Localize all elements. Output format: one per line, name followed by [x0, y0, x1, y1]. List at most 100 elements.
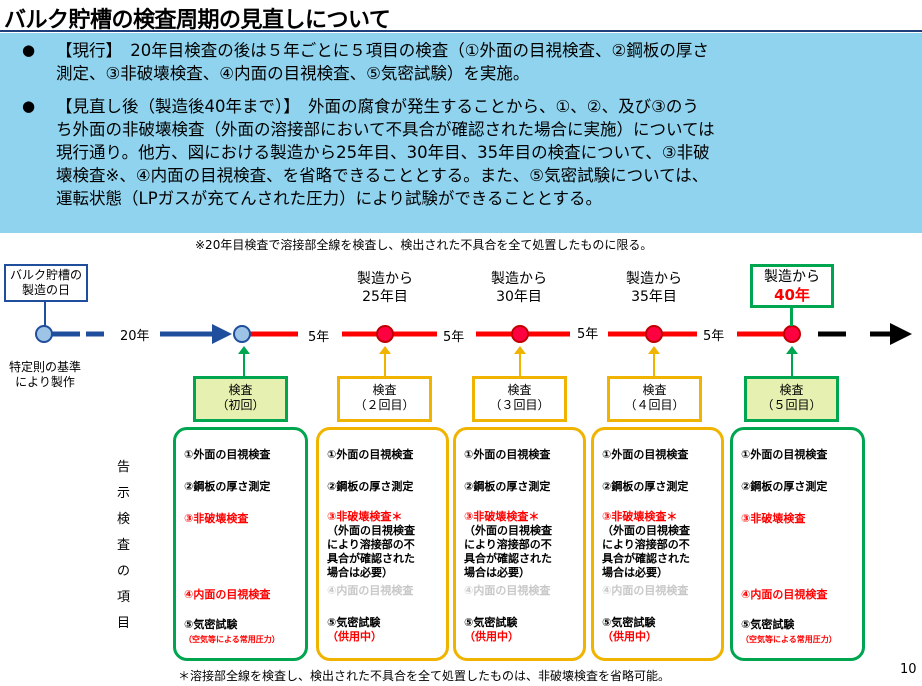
- up-arrow-icon: [514, 346, 526, 354]
- bullet-line: 壊検査※、④内面の目視検査、を省略できることとする。また、⑤気密試験については、: [56, 166, 709, 185]
- mfg-year: 25年目: [362, 289, 408, 305]
- up-arrow-icon: [379, 346, 391, 354]
- item-leak-test: ⑤気密試験: [464, 616, 518, 629]
- item-external-visual: ①外面の目視検査: [602, 448, 689, 461]
- item-ndt-detail: 場合は必要）: [327, 566, 393, 579]
- item-ndt-detail: 具合が確認された: [464, 552, 552, 565]
- mfg-30: 製造から 30年目: [479, 270, 559, 306]
- start-connector: [44, 300, 46, 326]
- inspection-5: 検査 （５回目）: [744, 376, 839, 422]
- item-internal-visual-omitted: ④内面の目視検査: [327, 584, 414, 597]
- item-ndt: ③非破壊検査: [184, 512, 249, 525]
- item-external-visual: ①外面の目視検査: [464, 448, 551, 461]
- up-arrow-icon: [786, 346, 798, 354]
- item-internal-visual-omitted: ④内面の目視検査: [602, 584, 689, 597]
- year30-point: [511, 325, 529, 343]
- items-box-3: ①外面の目視検査 ②鋼板の厚さ測定 ③非破壊検査＊ （外面の目視検査 により溶接…: [453, 427, 586, 661]
- item-internal-visual: ④内面の目視検査: [741, 588, 828, 601]
- bullet-line: 【見直し後（製造後40年まで）】 外面の腐食が発生することから、①、②、及び③の…: [56, 97, 699, 116]
- item-leak-test-note: （空気等による常用圧力）: [741, 635, 837, 644]
- inspection-2: 検査 （２回目）: [337, 376, 432, 422]
- item-ndt-detail: （外面の目視検査: [327, 524, 415, 537]
- inspection-label: 検査: [372, 383, 397, 397]
- bullet-dot-icon: ●: [22, 97, 36, 115]
- kokuji-char: 査: [117, 538, 131, 553]
- up-arrow-shaft: [243, 353, 245, 376]
- item-external-visual: ①外面の目視検査: [327, 448, 414, 461]
- up-arrow-icon: [648, 346, 660, 354]
- inspection-label: 検査: [507, 383, 532, 397]
- item-leak-test: ⑤気密試験: [741, 618, 795, 631]
- item-thickness: ②鋼板の厚さ測定: [602, 480, 689, 493]
- inspection-label: 検査: [642, 383, 667, 397]
- summary-band: ● 【現行】 20年目検査の後は５年ごとに５項目の検査（①外面の目視検査、②鋼板…: [0, 33, 922, 233]
- item-leak-test: ⑤気密試験: [184, 618, 238, 631]
- page-title: バルク貯槽の検査周期の見直しについて: [4, 8, 391, 33]
- item-thickness: ②鋼板の厚さ測定: [184, 480, 271, 493]
- item-ndt: ③非破壊検査＊: [327, 510, 403, 523]
- item-leak-test: ⑤気密試験: [327, 616, 381, 629]
- item-internal-visual-omitted: ④内面の目視検査: [464, 584, 551, 597]
- item-ndt-detail: により溶接部の不: [327, 538, 415, 551]
- item-ndt: ③非破壊検査＊: [464, 510, 540, 523]
- item-thickness: ②鋼板の厚さ測定: [327, 480, 414, 493]
- item-ndt-detail: 具合が確認された: [327, 552, 415, 565]
- gap-20-years: 20年: [120, 329, 150, 344]
- kokuji-char: 告: [117, 460, 131, 475]
- title-rule: [0, 30, 922, 32]
- items-box-2: ①外面の目視検査 ②鋼板の厚さ測定 ③非破壊検査＊ （外面の目視検査 により溶接…: [316, 427, 449, 661]
- mfg-40: 製造から 40年: [750, 264, 834, 308]
- up-arrow-shaft: [519, 353, 521, 376]
- bullet-line: 現行通り。他方、図における製造から25年目、30年目、35年目の検査について、③…: [56, 143, 710, 162]
- up-arrow-shaft: [791, 353, 793, 376]
- inspection-round: （３回目）: [489, 398, 550, 412]
- inspection-round: （４回目）: [624, 398, 685, 412]
- inspection-round: （初回）: [216, 398, 265, 412]
- item-ndt-detail: により溶接部の不: [464, 538, 552, 551]
- item-ndt-detail: 場合は必要）: [464, 566, 530, 579]
- manufacture-box-line: バルク貯槽の: [10, 268, 83, 282]
- item-ndt-detail: （外面の目視検査: [464, 524, 552, 537]
- timeline-arrowhead: [212, 324, 232, 344]
- manufacture-date-box: バルク貯槽の 製造の日: [4, 264, 88, 302]
- mfg-year: 35年目: [631, 289, 677, 305]
- mfg-label: 製造から: [491, 271, 547, 287]
- mfg-year: 40年: [774, 286, 810, 304]
- items-box-initial: ①外面の目視検査 ②鋼板の厚さ測定 ③非破壊検査 ④内面の目視検査 ⑤気密試験 …: [173, 427, 308, 661]
- items-box-4: ①外面の目視検査 ②鋼板の厚さ測定 ③非破壊検査＊ （外面の目視検査 により溶接…: [591, 427, 724, 661]
- bullet-line: ち外面の非破壊検査（外面の溶接部において不具合が確認された場合に実施）については: [56, 120, 715, 139]
- kokuji-char: の: [117, 564, 131, 579]
- start-caption-line: 特定則の基準: [8, 360, 81, 374]
- item-ndt-detail: （外面の目視検査: [602, 524, 690, 537]
- item-ndt: ③非破壊検査: [741, 512, 806, 525]
- inspection-round: （２回目）: [354, 398, 415, 412]
- kokuji-char: 検: [117, 512, 131, 527]
- up-arrow-shaft: [653, 353, 655, 376]
- start-caption-line: により製作: [15, 375, 75, 389]
- year40-point: [783, 325, 801, 343]
- kokuji-char: 項: [117, 590, 131, 605]
- mfg-35: 製造から 35年目: [614, 270, 694, 306]
- item-leak-test-note: （供用中）: [327, 630, 382, 643]
- gap-5-years: 5年: [577, 327, 599, 342]
- year35-point: [645, 325, 663, 343]
- gap-5-years: 5年: [308, 330, 330, 345]
- mfg-25: 製造から 25年目: [345, 270, 425, 306]
- item-leak-test: ⑤気密試験: [602, 616, 656, 629]
- manufacture-point: [35, 325, 53, 343]
- bullet-dot-icon: ●: [22, 41, 36, 59]
- items-box-5: ①外面の目視検査 ②鋼板の厚さ測定 ③非破壊検査 ④内面の目視検査 ⑤気密試験 …: [730, 427, 865, 661]
- item-thickness: ②鋼板の厚さ測定: [464, 480, 551, 493]
- inspection-round: （５回目）: [761, 398, 822, 412]
- up-arrow-shaft: [384, 353, 386, 376]
- item-leak-test-note: （空気等による常用圧力）: [184, 635, 280, 644]
- mfg40-connector: [790, 308, 793, 326]
- item-ndt-detail: 具合が確認された: [602, 552, 690, 565]
- inspection-label: 検査: [779, 383, 804, 397]
- footnote: ＊溶接部全線を検査し、検出された不具合を全て処置したものは、非破壊検査を省略可能…: [178, 669, 671, 683]
- manufacture-box-line: 製造の日: [21, 283, 70, 297]
- bullet-line: 運転状態（LPガスが充てんされた圧力）により試験ができることとする。: [56, 189, 602, 208]
- kokuji-char: 目: [117, 616, 131, 631]
- item-leak-test-note: （供用中）: [464, 630, 519, 643]
- mfg-year: 30年目: [496, 289, 542, 305]
